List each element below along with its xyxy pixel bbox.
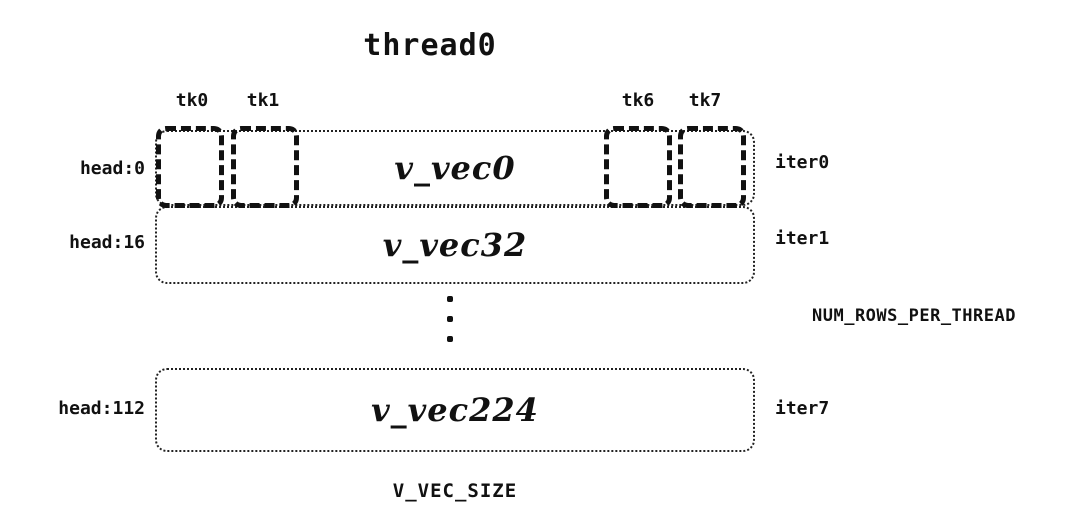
- iter-label-1: iter1: [775, 228, 830, 249]
- head-label-iter7: head:112: [58, 398, 145, 419]
- iter-label-0: iter0: [775, 152, 830, 173]
- tk-label-1: tk1: [246, 90, 280, 111]
- tk-box-1: [231, 126, 299, 208]
- head-label-iter0: head:0: [79, 158, 145, 179]
- tk-box-0: [156, 126, 224, 208]
- tk-label-6: tk6: [621, 90, 655, 111]
- vvec-row-iter7: v_vec224: [155, 368, 755, 452]
- tk-box-6: [604, 126, 672, 208]
- vvec-row-iter1: v_vec32: [155, 206, 755, 284]
- tk-label-0: tk0: [175, 90, 209, 111]
- tk-label-7: tk7: [688, 90, 722, 111]
- diagram-title: thread0: [363, 28, 497, 63]
- tk-box-7: [678, 126, 746, 208]
- v-vec-size-annotation: V_VEC_SIZE: [392, 480, 518, 502]
- head-label-iter1: head:16: [69, 232, 145, 253]
- iter-label-7: iter7: [775, 398, 830, 419]
- num-rows-per-thread-annotation: NUM_ROWS_PER_THREAD: [812, 306, 1016, 326]
- vvec-label-iter7: v_vec224: [371, 391, 539, 429]
- vertical-ellipsis-icon: [447, 296, 453, 342]
- vvec-label-iter1: v_vec32: [382, 226, 528, 264]
- vvec-label-iter0: v_vec0: [394, 149, 516, 187]
